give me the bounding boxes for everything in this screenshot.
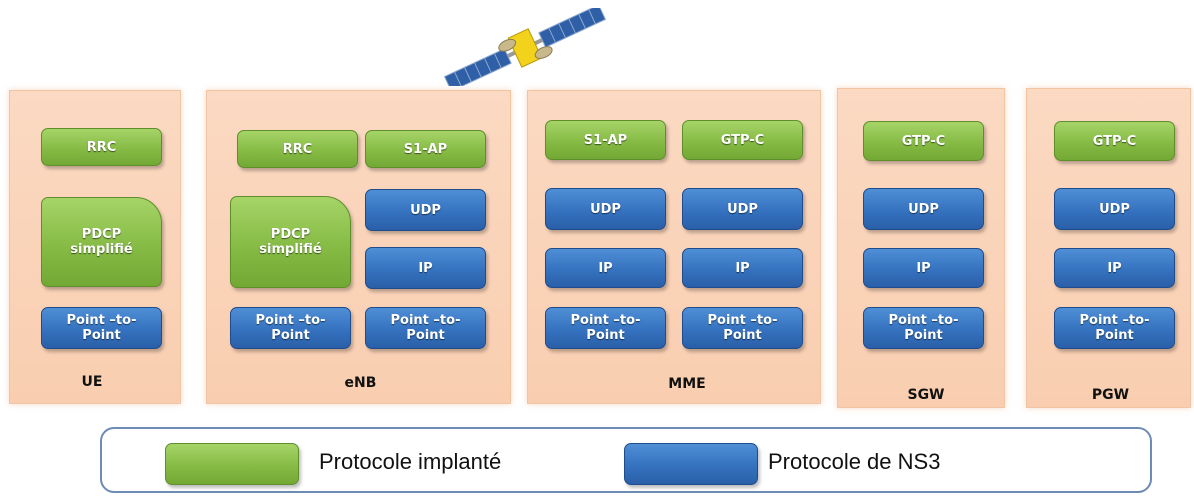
legend: Protocole implanté Protocole de NS3 [100,427,1152,493]
panel-ue: RRC PDCP simplifié Point –to- Point UE [9,90,181,404]
block-point-to-point: Point –to- Point [230,307,351,349]
block-s1-ap: S1-AP [545,120,666,160]
block-pdcp: PDCP simplifié [41,197,162,287]
block-ip: IP [365,247,486,289]
panel-label-mme: MME [668,376,706,392]
panel-pgw: GTP-C UDP IP Point –to- Point PGW [1026,88,1191,408]
block-point-to-point: Point –to- Point [682,307,803,349]
legend-swatch-ns3 [624,443,758,485]
block-point-to-point: Point –to- Point [1054,307,1175,349]
block-point-to-point: Point –to- Point [365,307,486,349]
block-ip: IP [545,248,666,288]
block-gtp-c: GTP-C [682,120,803,160]
block-s1-ap: S1-AP [365,130,486,168]
panel-label-pgw: PGW [1091,387,1130,403]
legend-swatch-implanted [165,443,299,485]
block-pdcp: PDCP simplifié [230,196,351,288]
block-rrc: RRC [41,128,162,166]
block-rrc: RRC [237,130,358,168]
panel-mme: S1-AP GTP-C UDP UDP IP IP Point –to- Poi… [527,90,821,404]
block-ip: IP [682,248,803,288]
block-udp: UDP [365,189,486,231]
block-gtp-c: GTP-C [1054,121,1175,161]
block-point-to-point: Point –to- Point [41,307,162,349]
block-udp: UDP [545,188,666,230]
block-udp: UDP [682,188,803,230]
legend-label-implanted: Protocole implanté [319,449,502,474]
panel-label-sgw: SGW [907,387,945,403]
satellite-icon [443,8,607,86]
block-udp: UDP [1054,188,1175,230]
panel-label-ue: UE [81,374,103,390]
block-point-to-point: Point –to- Point [863,307,984,349]
block-ip: IP [863,248,984,288]
panel-label-enb: eNB [344,375,377,391]
panel-enb: RRC S1-AP PDCP simplifié UDP IP Point –t… [206,90,511,404]
legend-label-ns3: Protocole de NS3 [768,449,941,474]
block-udp: UDP [863,188,984,230]
panel-sgw: GTP-C UDP IP Point –to- Point SGW [837,88,1005,408]
block-gtp-c: GTP-C [863,121,984,161]
block-ip: IP [1054,248,1175,288]
block-point-to-point: Point –to- Point [545,307,666,349]
